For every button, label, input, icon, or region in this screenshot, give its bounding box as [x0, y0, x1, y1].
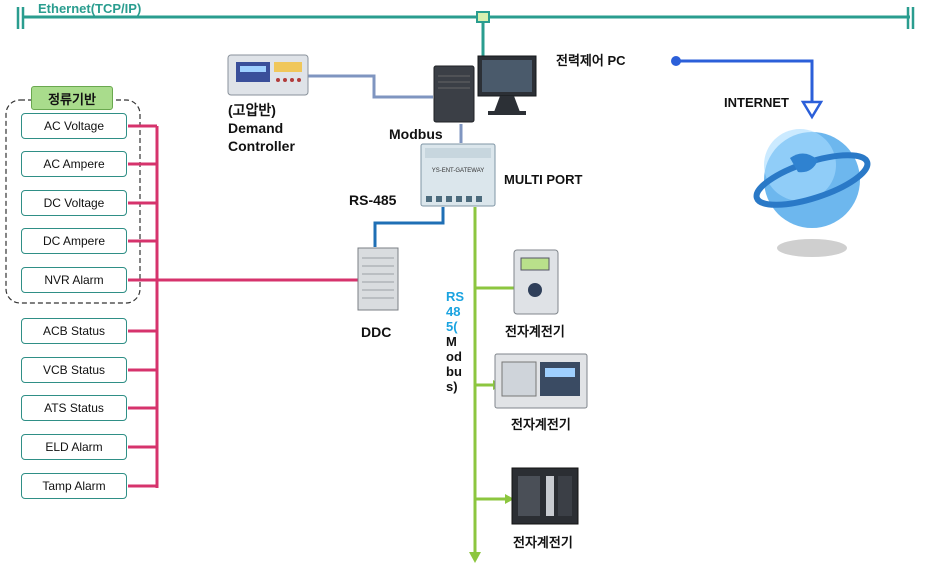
- meter-2-label: 전자계전기: [511, 417, 571, 432]
- rs485-v-6: s): [446, 379, 458, 394]
- globe-icon: [753, 129, 871, 257]
- rs485-v-2: 5(: [446, 319, 458, 334]
- gateway-text: YS-ENT-GATEWAY: [432, 168, 485, 174]
- signal-tamp-alarm: Tamp Alarm: [21, 473, 127, 499]
- demand-controller-line-1: (고압반): [228, 102, 276, 118]
- signal-ats-status: ATS Status: [21, 395, 127, 421]
- demand-controller-line-2: Demand: [228, 120, 284, 136]
- demand-controller-line-3: Controller: [228, 138, 295, 154]
- signal-nvr-alarm: NVR Alarm: [21, 267, 127, 293]
- signal-acb-status: ACB Status: [21, 318, 127, 344]
- controller-link: [308, 74, 433, 99]
- signal-ac-voltage: AC Voltage: [21, 113, 127, 139]
- ddc-device: [357, 247, 399, 311]
- signal-ties: [128, 124, 358, 488]
- ethernet-label: Ethernet(TCP/IP): [38, 1, 142, 16]
- group-title: 정류기반: [31, 86, 113, 110]
- rs485-bus-arrow: [469, 552, 481, 563]
- meter-3-device: [511, 467, 579, 525]
- rs485-v-5: bu: [446, 364, 462, 379]
- pc-device: [433, 55, 537, 123]
- gateway-device: YS-ENT-GATEWAY: [420, 143, 496, 207]
- modbus-label: Modbus: [389, 126, 443, 142]
- internet-label: INTERNET: [724, 95, 789, 110]
- rs485-v-4: od: [446, 349, 462, 364]
- demand-controller-label: (고압반) Demand Controller: [228, 101, 295, 155]
- rs485-v-1: 48: [446, 304, 461, 319]
- multiport-label: MULTI PORT: [504, 172, 583, 187]
- meter-2-device: [494, 353, 588, 409]
- demand-controller-device: [227, 54, 309, 96]
- ethernet-tap: [476, 11, 490, 23]
- rs485-label: RS-485: [349, 192, 397, 208]
- rs485-modbus-vertical: RS 48 5( M od bu s): [446, 289, 464, 394]
- signal-dc-ampere: DC Ampere: [21, 228, 127, 254]
- meter-1-label: 전자계전기: [505, 324, 565, 339]
- rs485-v-0: RS: [446, 289, 465, 304]
- meter-3-label: 전자계전기: [513, 535, 573, 550]
- pc-label: 전력제어 PC: [556, 53, 626, 68]
- signal-dc-voltage: DC Voltage: [21, 190, 127, 216]
- ddc-label: DDC: [361, 324, 392, 340]
- signal-eld-alarm: ELD Alarm: [21, 434, 127, 460]
- internet-arrow: [676, 59, 814, 108]
- signal-ac-ampere: AC Ampere: [21, 151, 127, 177]
- signal-vcb-status: VCB Status: [21, 357, 127, 383]
- rs485-link: [373, 207, 445, 247]
- meter-1-device: [513, 249, 559, 315]
- rs485-v-3: M: [446, 334, 457, 349]
